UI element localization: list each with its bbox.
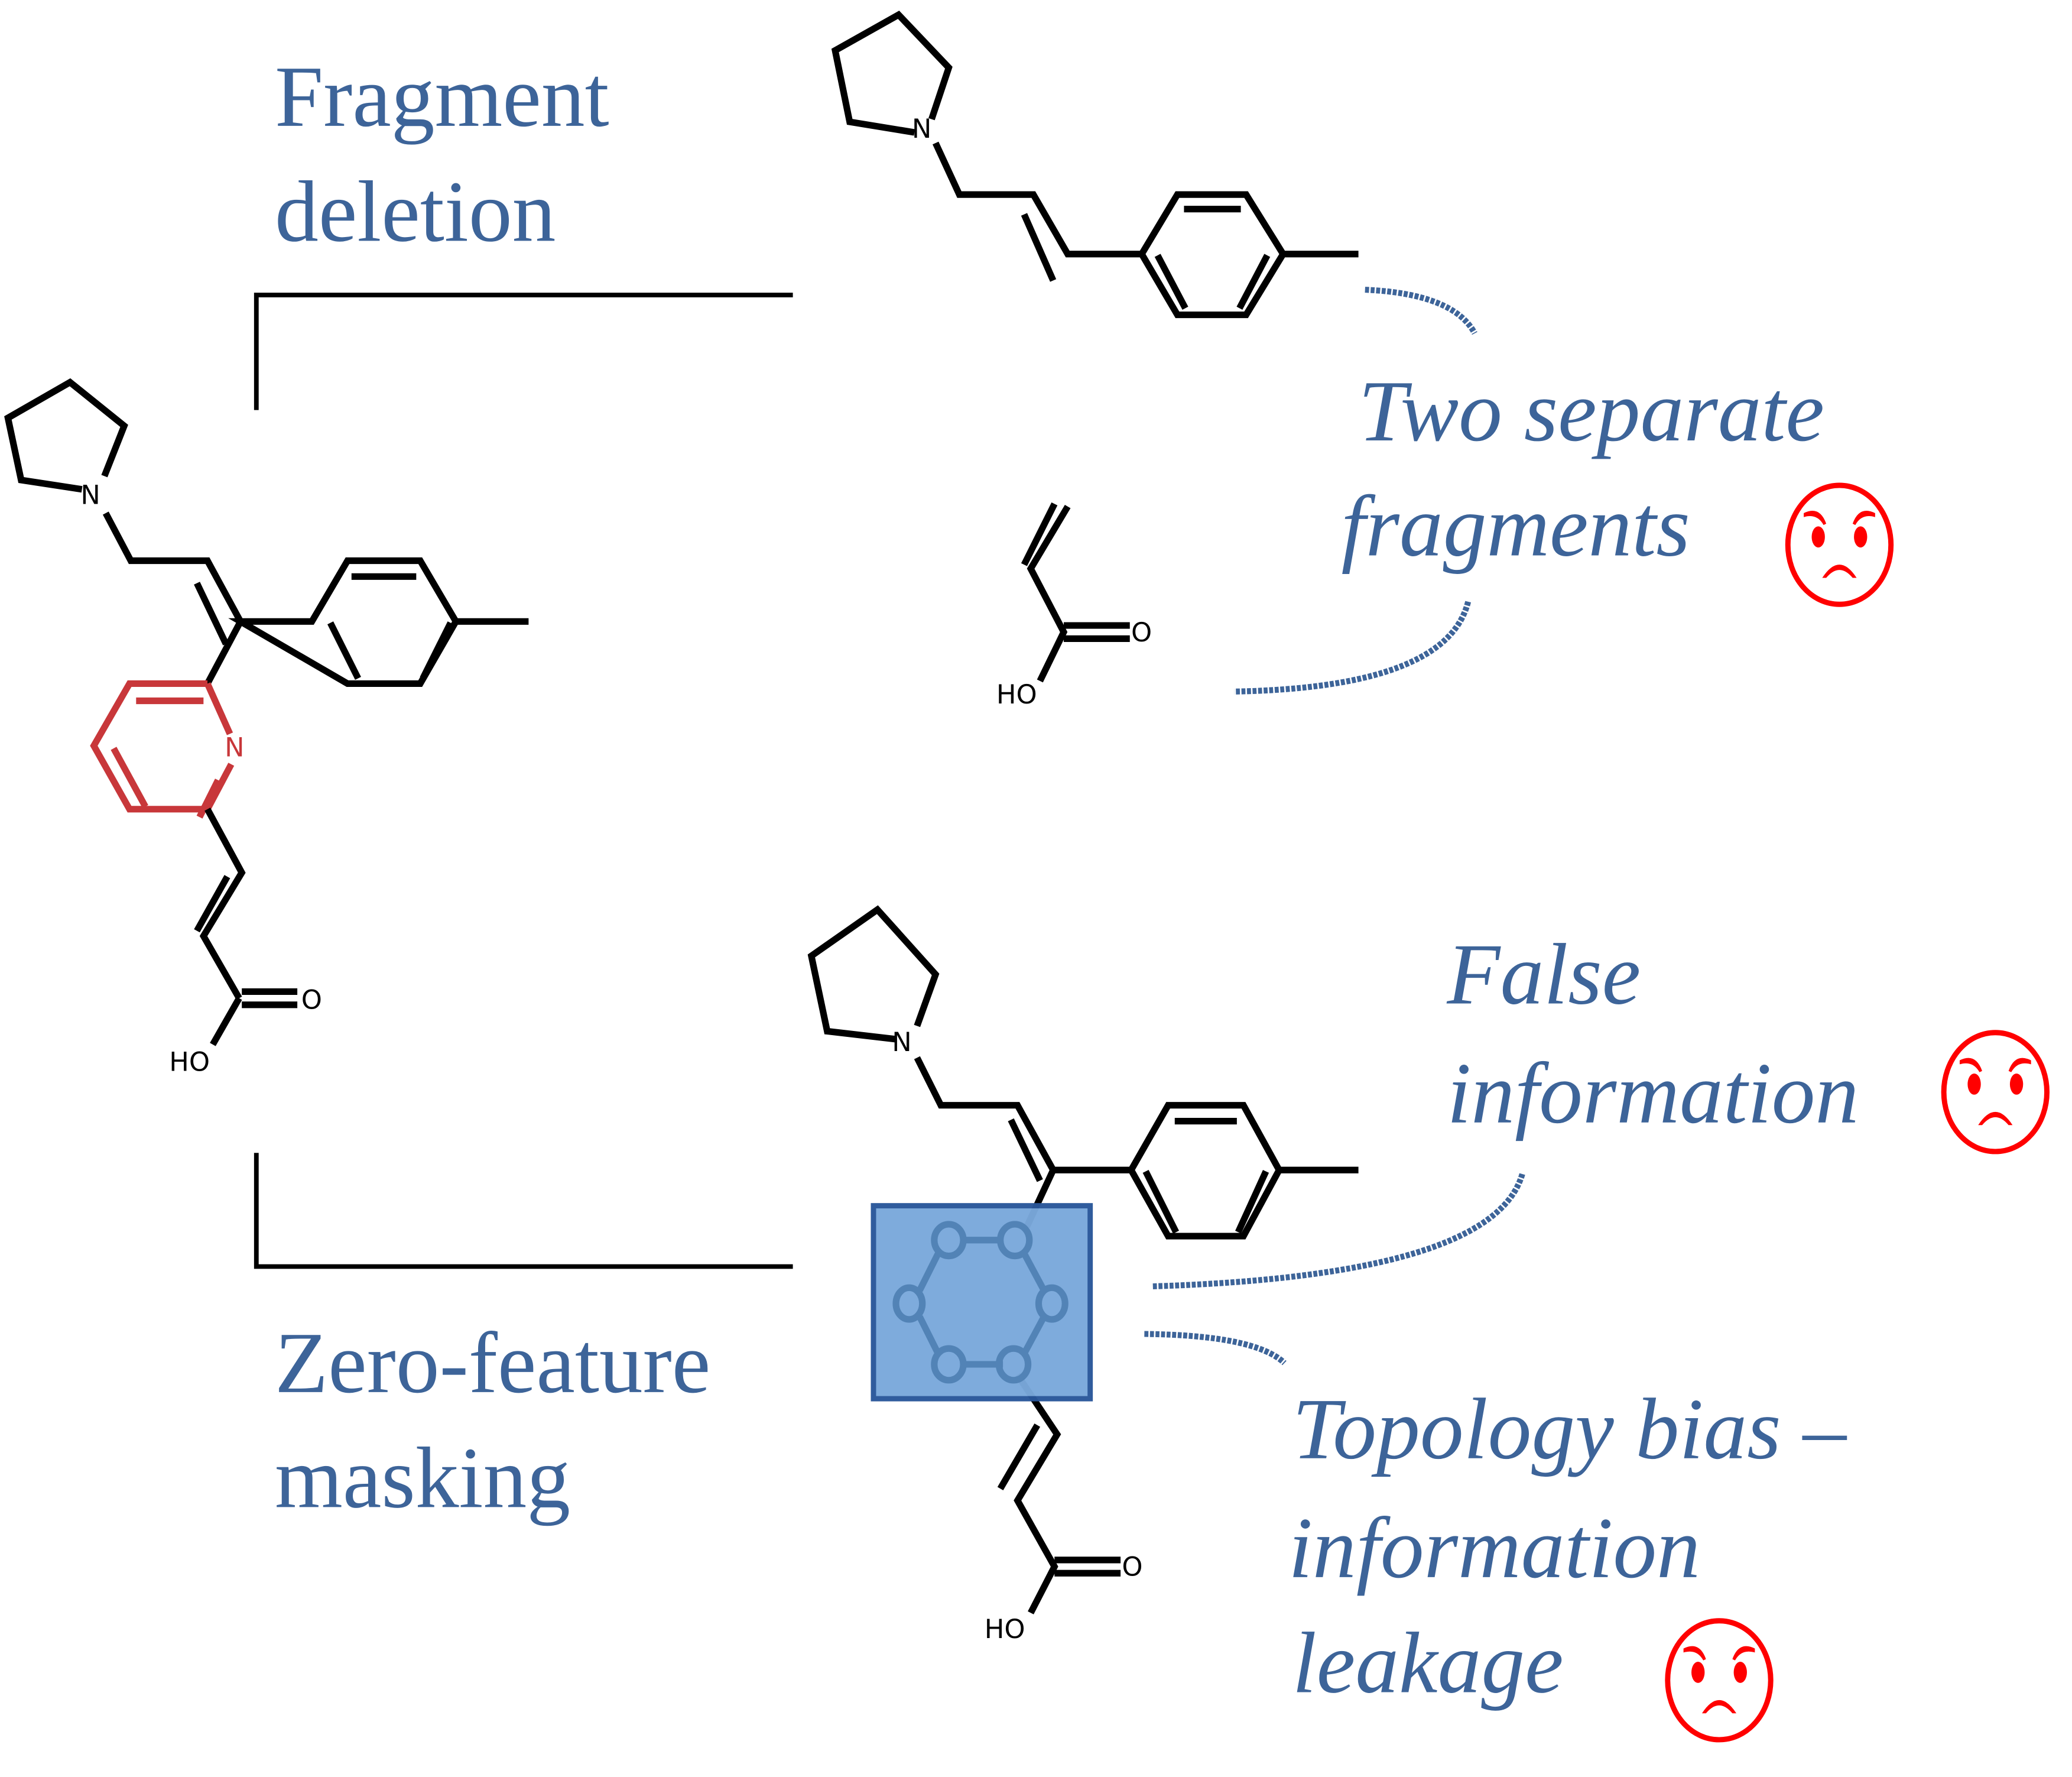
fragment-bottom-molecule: O HO bbox=[996, 502, 1152, 710]
bottom-bracket bbox=[254, 1153, 793, 1269]
aromatic-inner-bond bbox=[1142, 1169, 1180, 1234]
pyrrolidine-ring bbox=[4, 378, 128, 493]
pyridine-ring bbox=[90, 680, 235, 813]
atom-label: HO bbox=[169, 1046, 210, 1078]
tolyl-ring bbox=[1138, 191, 1287, 319]
tolyl-ring bbox=[228, 557, 460, 688]
allyl-chain bbox=[932, 141, 1142, 258]
atom-label: O bbox=[1131, 617, 1152, 648]
pyridine-inner-bond bbox=[196, 779, 221, 819]
aromatic-inner-bond bbox=[1235, 1170, 1269, 1234]
zero-feature-mask bbox=[871, 1203, 1093, 1402]
pyridine-inner-bond bbox=[111, 747, 148, 809]
acrylic-chain bbox=[1014, 1373, 1061, 1614]
top-bracket bbox=[254, 293, 793, 410]
atom-label: N bbox=[912, 113, 931, 144]
annotation-two-fragments: Two separate fragments bbox=[1342, 362, 1894, 607]
fragment-top-molecule: N bbox=[831, 11, 1359, 319]
pyrrolidine-ring bbox=[807, 905, 940, 1043]
double-bond-inner bbox=[194, 875, 230, 933]
atom-label: HO bbox=[996, 679, 1037, 710]
annotation-line: leakage bbox=[1292, 1614, 1564, 1711]
atom-label: O bbox=[301, 984, 322, 1015]
angry-face-icon bbox=[1941, 1030, 2050, 1155]
title-line: Fragment bbox=[275, 48, 609, 145]
angry-face-icon bbox=[1665, 1618, 1774, 1743]
aromatic-inner-bond bbox=[327, 621, 361, 680]
angry-face-icon bbox=[1785, 482, 1894, 607]
connector-false-info bbox=[1152, 1173, 1525, 1290]
atom-label: O bbox=[1122, 1551, 1142, 1583]
title-line: masking bbox=[275, 1429, 570, 1526]
double-bond-inner bbox=[1008, 1118, 1043, 1182]
fragment-deletion-title: Fragment deletion bbox=[275, 48, 609, 260]
double-bond-inner bbox=[1021, 213, 1057, 282]
mask-box bbox=[871, 1203, 1093, 1402]
aromatic-inner-bond bbox=[420, 621, 454, 680]
aromatic-inner-bond bbox=[1236, 254, 1271, 310]
annotation-line: False bbox=[1446, 926, 1641, 1023]
annotation-line: Two separate bbox=[1359, 362, 1824, 459]
tolyl-ring bbox=[1127, 1102, 1283, 1240]
masked-molecule: N O HO bbox=[807, 905, 1359, 1645]
annotation-line: Topology bias – bbox=[1292, 1380, 1847, 1477]
atom-label: HO bbox=[985, 1613, 1025, 1645]
allyl-chain bbox=[914, 1056, 1057, 1228]
acrylic-chain bbox=[1027, 504, 1071, 683]
title-line: deletion bbox=[275, 163, 556, 260]
original-molecule: N N O HO bbox=[4, 378, 529, 1078]
annotation-line: information bbox=[1288, 1499, 1700, 1596]
connector-top bbox=[1365, 287, 1477, 335]
annotation-line: information bbox=[1447, 1045, 1859, 1142]
double-bond-inner bbox=[997, 1423, 1041, 1490]
pyrrolidine-ring bbox=[831, 11, 953, 136]
aromatic-inner-bond bbox=[1154, 254, 1188, 310]
connector-bottom bbox=[1234, 601, 1472, 695]
annotation-line: fragments bbox=[1342, 478, 1690, 575]
acrylic-chain bbox=[199, 808, 246, 1000]
connector-topology bbox=[1144, 1331, 1287, 1366]
atom-label: N bbox=[225, 731, 244, 763]
allyl-chain bbox=[102, 511, 245, 686]
atom-label: N bbox=[80, 479, 100, 510]
hydroxyl-bond bbox=[210, 996, 242, 1046]
atom-label: N bbox=[892, 1026, 911, 1058]
annotation-false-information: False information bbox=[1446, 926, 2050, 1155]
double-bond-inner bbox=[194, 582, 229, 646]
title-line: Zero-feature bbox=[275, 1314, 710, 1411]
zero-feature-masking-title: Zero-feature masking bbox=[275, 1314, 710, 1526]
placeholder-ring-icon bbox=[892, 1221, 1069, 1384]
pyridine-bond bbox=[204, 682, 233, 735]
annotation-topology-bias: Topology bias – information leakage bbox=[1288, 1380, 1847, 1743]
double-bond-inner bbox=[1021, 502, 1058, 566]
